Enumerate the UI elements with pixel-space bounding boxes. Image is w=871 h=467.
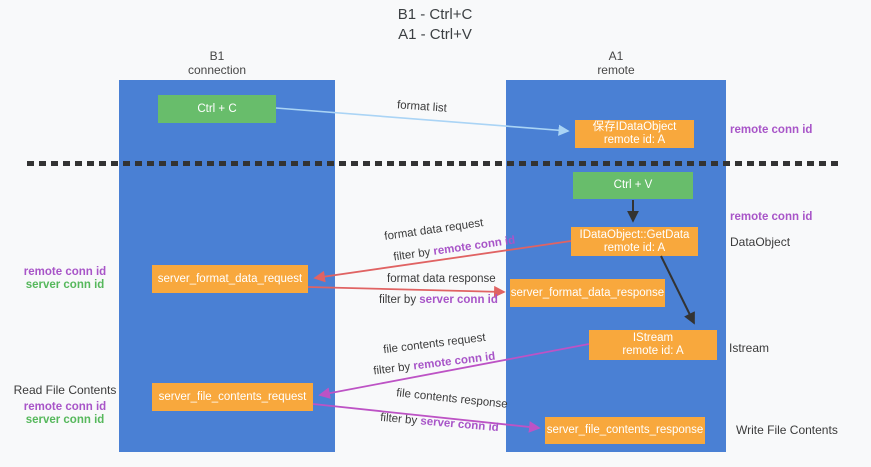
server-format-data-response-box: server_format_data_response xyxy=(510,279,665,307)
server-file-contents-request-box: server_file_contents_request xyxy=(152,383,313,411)
left-conn-id-stack: remote conn id server conn id xyxy=(10,266,120,292)
save-idataobject-line1: 保存IDataObject xyxy=(592,121,677,133)
format-response-label: server_format_data_response xyxy=(510,286,665,299)
idataobject-getdata-box: IDataObject::GetData remote id: A xyxy=(571,227,698,256)
left-column-subtitle: connection xyxy=(187,63,247,77)
read-server-conn-id: server conn id xyxy=(25,414,105,426)
file-contents-response-filter-label: filter by server conn id xyxy=(380,412,499,434)
format-data-response-flow-label: format data response xyxy=(387,273,496,285)
server-file-contents-response-box: server_file_contents_response xyxy=(545,417,705,444)
ctrl-c-label: Ctrl + C xyxy=(197,102,237,115)
format-list-flow-label: format list xyxy=(396,99,448,115)
right-column-name: A1 xyxy=(608,49,624,63)
save-idataobject-box: 保存IDataObject remote id: A xyxy=(575,120,694,148)
left-remote-conn-id: remote conn id xyxy=(23,266,107,278)
getdata-line1: IDataObject::GetData xyxy=(579,228,690,241)
file-contents-response-flow-label: file contents response xyxy=(395,387,509,411)
istream-side-label: Istream xyxy=(729,341,770,355)
right-remote-conn-id-mid: remote conn id xyxy=(730,211,813,223)
server-conn-id-key: server conn id xyxy=(419,415,500,435)
read-file-contents-stack: Read File Contents remote conn id server… xyxy=(10,384,120,427)
format-request-label: server_format_data_request xyxy=(157,272,303,285)
ctrl-v-box: Ctrl + V xyxy=(573,172,693,199)
istream-line2: remote id: A xyxy=(622,345,684,357)
format-data-response-filter-label: filter by server conn id xyxy=(379,294,498,306)
filter-by-text: filter by xyxy=(372,361,411,378)
filter-by-text: filter by xyxy=(379,294,417,306)
ctrl-c-box: Ctrl + C xyxy=(158,95,276,123)
left-server-conn-id: server conn id xyxy=(25,279,105,291)
getdata-line2: remote id: A xyxy=(603,241,666,254)
right-remote-conn-id-top: remote conn id xyxy=(730,124,813,136)
ctrl-v-label: Ctrl + V xyxy=(613,179,653,191)
read-file-contents-label: Read File Contents xyxy=(13,383,117,397)
file-request-label: server_file_contents_request xyxy=(158,390,307,403)
dataobject-label: DataObject xyxy=(730,235,791,249)
title-line-1: B1 - Ctrl+C xyxy=(397,6,473,23)
remote-conn-id-key: remote conn id xyxy=(432,234,516,258)
istream-box: IStream remote id: A xyxy=(589,330,717,360)
right-column-subtitle: remote xyxy=(597,63,635,77)
istream-line1: IStream xyxy=(632,332,674,344)
filter-by-text: filter by xyxy=(392,246,432,264)
left-column-header: B1 connection xyxy=(147,49,287,77)
read-remote-conn-id: remote conn id xyxy=(23,401,107,413)
diagram-title: B1 - Ctrl+C A1 - Ctrl+V xyxy=(330,5,540,45)
dashed-separator-line xyxy=(27,161,838,166)
save-idataobject-line2: remote id: A xyxy=(603,134,666,146)
right-column-header: A1 remote xyxy=(546,49,686,77)
server-conn-id-key: server conn id xyxy=(419,294,498,306)
format-data-request-flow-label: format data request xyxy=(383,217,485,243)
remote-conn-id-key: remote conn id xyxy=(412,350,496,373)
server-format-data-request-box: server_format_data_request xyxy=(152,265,308,293)
write-file-contents-label: Write File Contents xyxy=(736,423,838,437)
format-data-response-arrow xyxy=(307,285,506,298)
left-column-name: B1 xyxy=(209,49,225,63)
title-line-2: A1 - Ctrl+V xyxy=(398,26,472,43)
filter-by-text: filter by xyxy=(379,411,418,428)
file-response-label: server_file_contents_response xyxy=(546,424,704,436)
